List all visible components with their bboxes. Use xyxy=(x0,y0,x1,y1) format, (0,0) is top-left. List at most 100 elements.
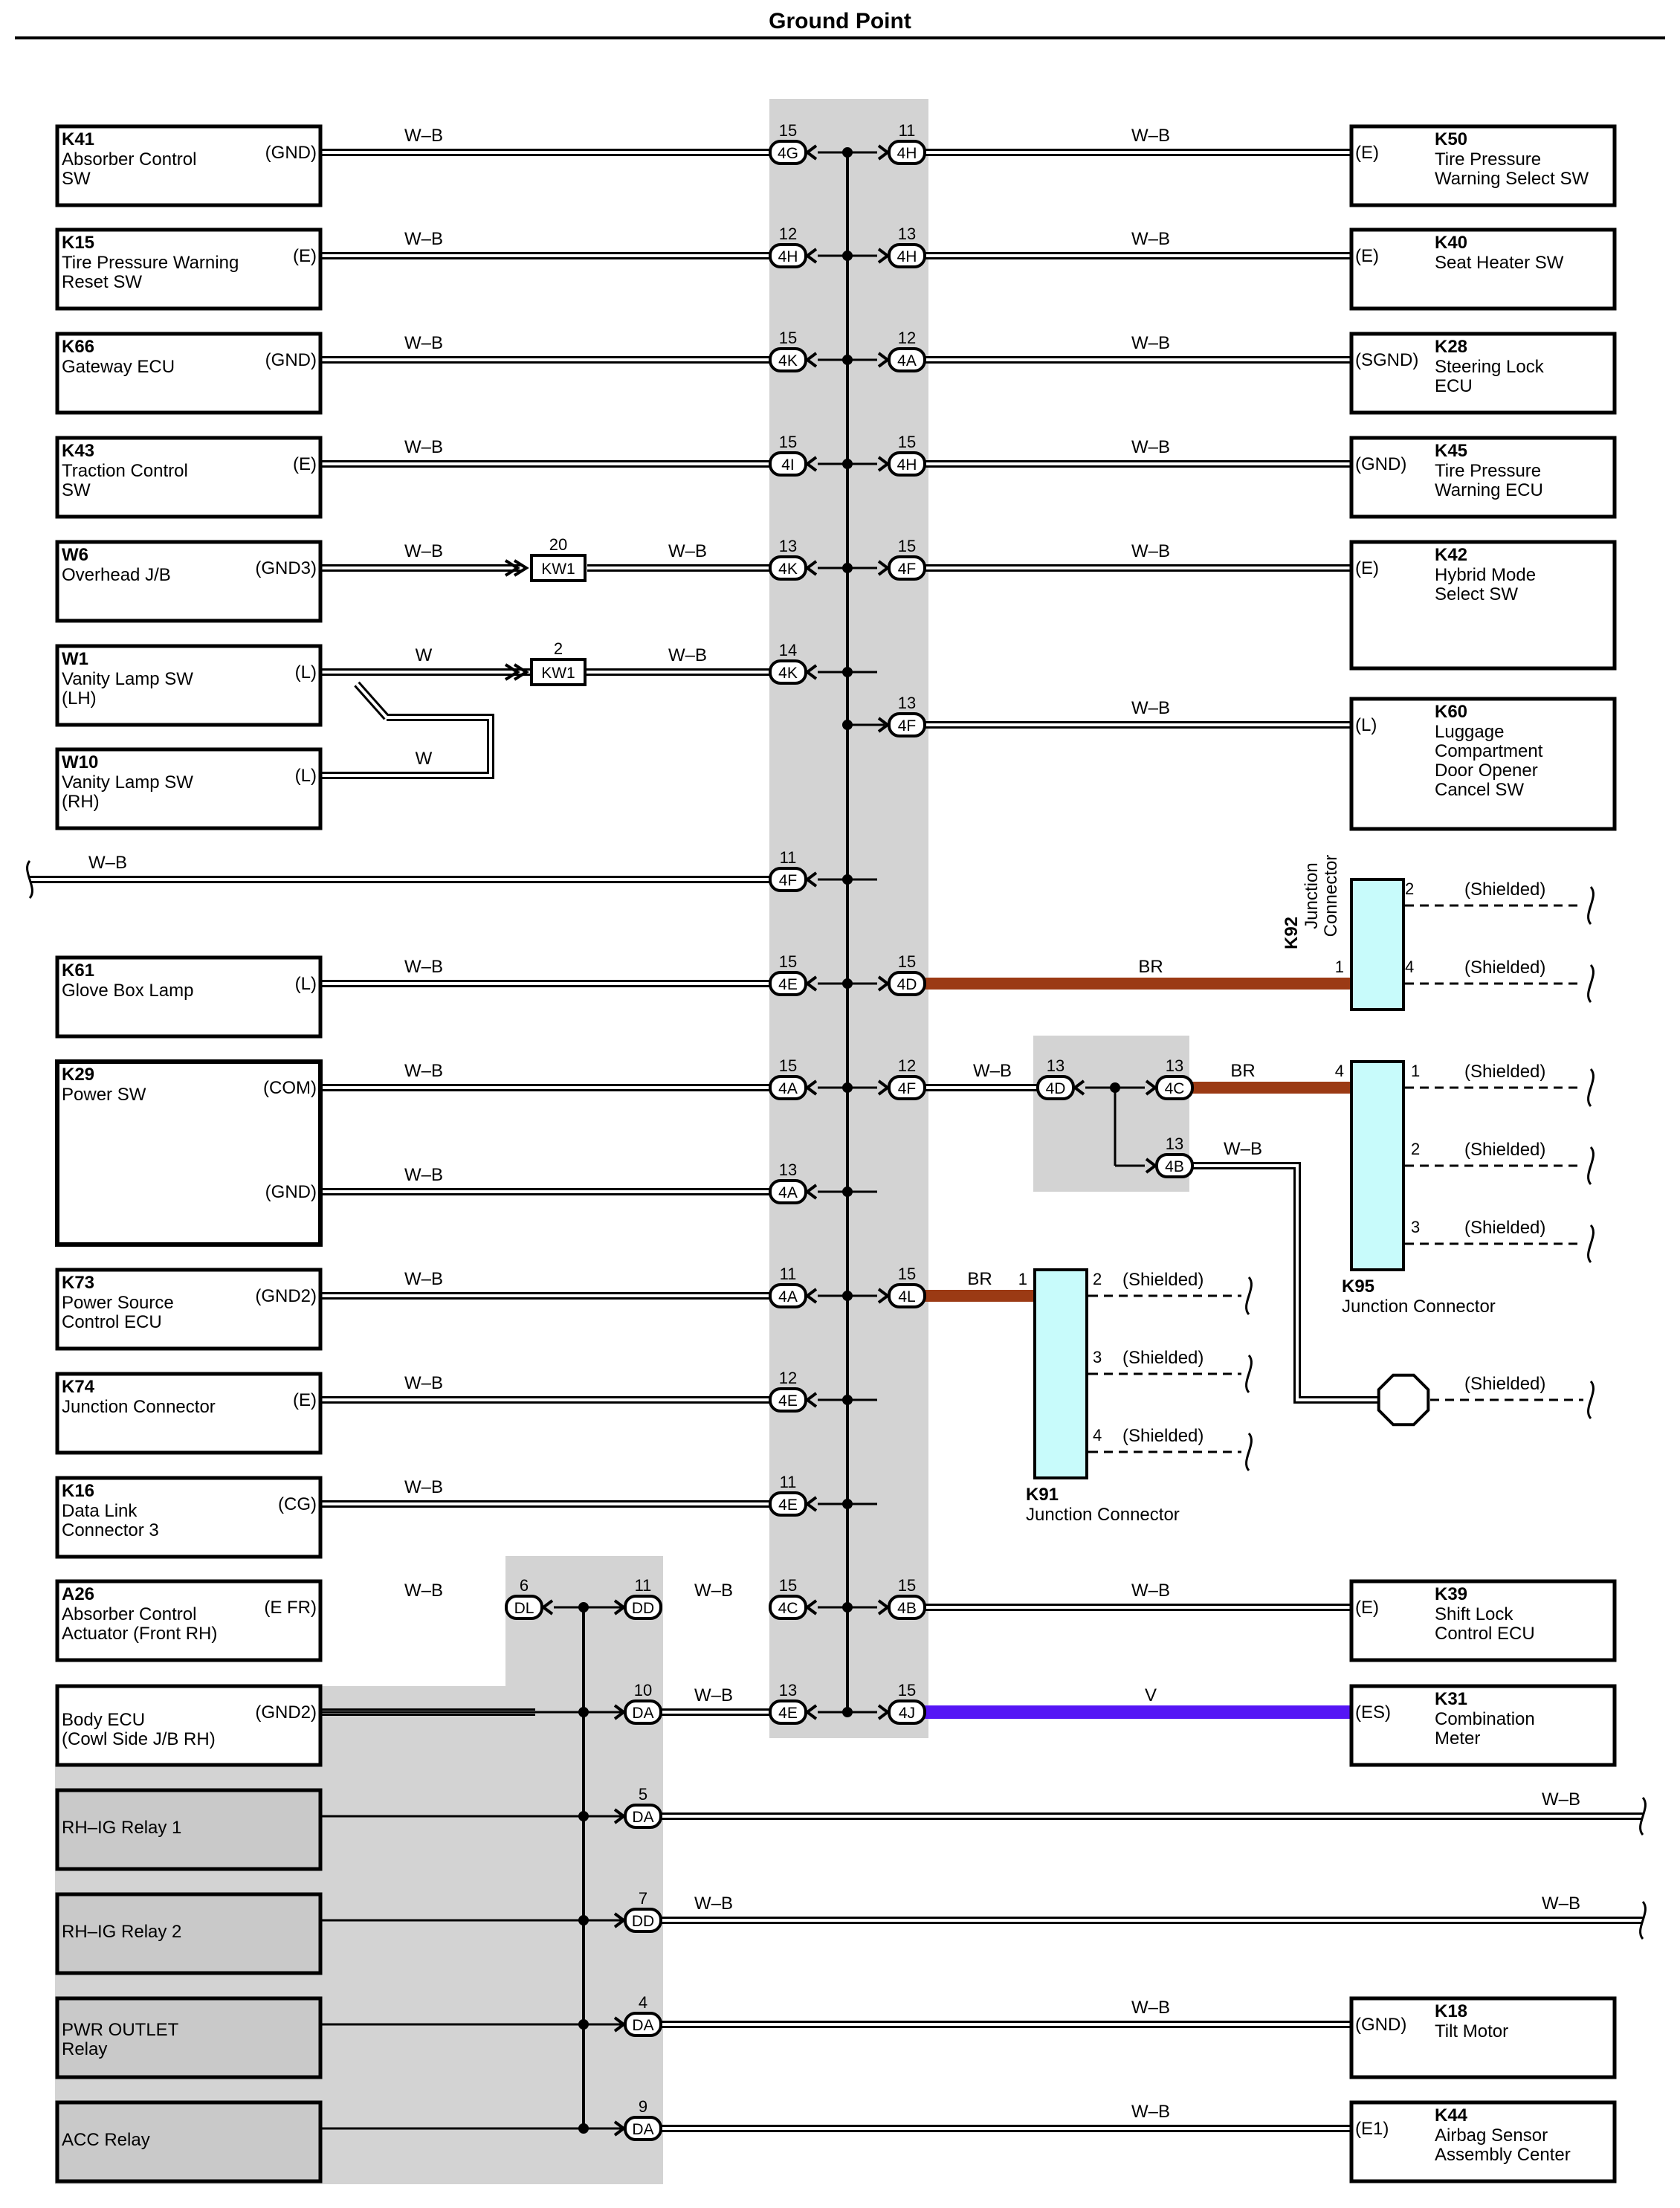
connector-pin: 13 xyxy=(1166,1056,1183,1075)
connector-code: 4H xyxy=(897,145,917,162)
component-name: Hybrid Mode xyxy=(1435,565,1536,585)
connector-arrow xyxy=(613,2120,627,2137)
bus-splice xyxy=(842,1291,853,1301)
junction-pin: 4 xyxy=(1093,1426,1102,1444)
connector-arrow xyxy=(1145,1079,1158,1096)
junction-name: Junction Connector xyxy=(1342,1297,1496,1317)
wire-label-wb: W–B xyxy=(1131,229,1170,249)
pin-label: (COM) xyxy=(263,1078,317,1098)
connector-arrow xyxy=(804,1704,818,1720)
connector-arrow xyxy=(877,975,891,992)
component-name: ECU xyxy=(1435,376,1473,396)
wire-label-wb: W–B xyxy=(668,645,707,665)
connector-arrow xyxy=(877,1704,891,1720)
connector-code: DA xyxy=(632,1809,653,1826)
sub-splice xyxy=(1110,1082,1120,1093)
pin-label: (SGND) xyxy=(1355,350,1418,370)
wire-label-wb: W–B xyxy=(88,853,127,873)
connector-pin: 15 xyxy=(779,952,797,971)
wire-label-wb: W–B xyxy=(404,1477,443,1497)
wire-label-wb: W–B xyxy=(1131,1998,1170,2018)
connector-pin: 15 xyxy=(779,121,797,140)
connector-code: 4C xyxy=(1165,1080,1185,1097)
component-name: SW xyxy=(62,169,91,189)
component-id: K42 xyxy=(1435,545,1467,565)
component-box-A26 xyxy=(55,1579,323,1662)
connector-code: 4B xyxy=(897,1600,917,1617)
junction-pin: 4 xyxy=(1335,1062,1344,1080)
connector-code: KW1 xyxy=(541,665,575,682)
wire-break xyxy=(1639,1900,1647,1940)
component-name: Junction Connector xyxy=(62,1397,216,1417)
wire-label-wb: W–B xyxy=(404,1061,443,1081)
component-box-relay xyxy=(55,1684,323,1767)
connector-code: 4K xyxy=(778,352,798,369)
component-box-W10 xyxy=(55,747,323,830)
shield-ground-icon xyxy=(1377,1373,1430,1427)
connector-code: 4K xyxy=(778,665,798,682)
bus-splice xyxy=(842,874,853,885)
component-id: K15 xyxy=(62,233,94,253)
component-box-K50 xyxy=(1349,124,1617,207)
cowl-splice xyxy=(578,1915,589,1925)
component-id: K66 xyxy=(62,337,94,357)
connector-arrow xyxy=(1145,1158,1158,1174)
component-name: Absorber Control xyxy=(62,149,196,170)
junction-pin: 1 xyxy=(1411,1062,1420,1080)
component-name: Power SW xyxy=(62,1085,146,1105)
pin-label: (GND) xyxy=(1355,454,1406,474)
component-name: Data Link xyxy=(62,1501,138,1521)
component-id: K74 xyxy=(62,1377,95,1397)
connector-arrow xyxy=(804,1392,818,1408)
component-id: K39 xyxy=(1435,1584,1467,1604)
connector-pin: 13 xyxy=(779,1681,797,1699)
wire-label-wb: W–B xyxy=(1131,126,1170,146)
wire-label-wb: W–B xyxy=(404,957,443,977)
wire-break xyxy=(1587,1146,1595,1186)
connector-pin: 14 xyxy=(779,641,797,659)
wire-label-wb: W–B xyxy=(1224,1139,1262,1159)
connector-arrow xyxy=(877,717,891,733)
wire-label-wb: W–B xyxy=(1542,1789,1580,1810)
pin-label: (E1) xyxy=(1355,2119,1389,2139)
component-name: Vanity Lamp SW xyxy=(62,772,193,793)
junction-id: K95 xyxy=(1342,1276,1374,1297)
junction-pin: 4 xyxy=(1405,958,1414,976)
component-name: (LH) xyxy=(62,688,97,708)
connector-arrow xyxy=(540,1599,554,1615)
junction-K92 xyxy=(1350,878,1405,1011)
component-box-K43 xyxy=(55,436,323,519)
component-box-K44 xyxy=(1349,2100,1617,2183)
component-id: W6 xyxy=(62,545,88,565)
wire-break xyxy=(1587,1380,1595,1420)
connector-code: 4F xyxy=(898,561,917,578)
component-name: Airbag Sensor xyxy=(1435,2125,1548,2146)
pin-label: (GND3) xyxy=(255,558,317,578)
connector-code: 4F xyxy=(898,1080,917,1097)
bus-splice xyxy=(842,251,853,261)
wire-label-br: BR xyxy=(967,1269,992,1289)
component-name: RH–IG Relay 2 xyxy=(62,1922,181,1942)
component-id: K61 xyxy=(62,961,94,981)
bus-splice xyxy=(842,1707,853,1717)
connector-pin: 12 xyxy=(898,329,916,347)
connector-arrow xyxy=(804,1184,818,1200)
component-name: Gateway ECU xyxy=(62,357,175,377)
pin-label: (E) xyxy=(1355,246,1379,266)
component-box-relay xyxy=(55,2100,323,2183)
component-name: Vanity Lamp SW xyxy=(62,669,193,689)
component-box-K15 xyxy=(55,227,323,311)
bus-splice xyxy=(842,563,853,573)
junction-pin: 2 xyxy=(1411,1140,1420,1158)
shield-label: (Shielded) xyxy=(1464,1218,1545,1238)
component-id: K43 xyxy=(62,441,94,461)
component-name: Compartment xyxy=(1435,741,1543,761)
wire-label-wb: W–B xyxy=(668,541,707,561)
shield-label: (Shielded) xyxy=(1464,879,1545,900)
component-box-relay xyxy=(55,1788,323,1871)
shield-label: (Shielded) xyxy=(1122,1426,1204,1446)
diagram-title: Ground Point xyxy=(769,9,911,33)
shield-label: (Shielded) xyxy=(1464,1374,1545,1394)
component-box-K28 xyxy=(1349,332,1617,415)
